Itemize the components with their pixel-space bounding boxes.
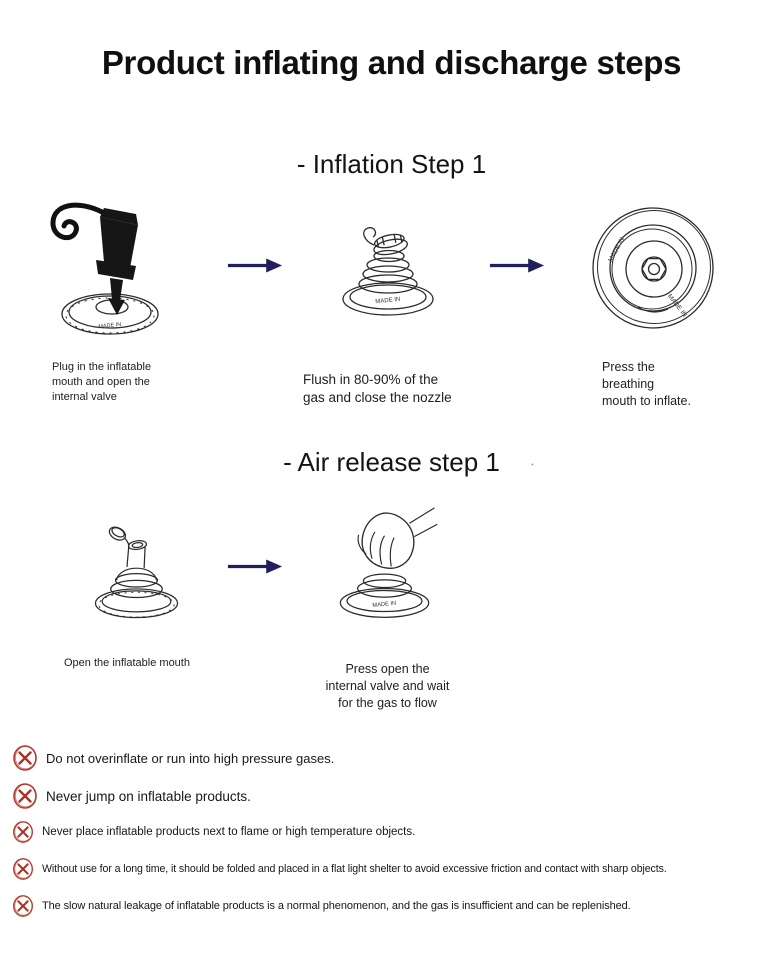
stamp-text: MADE IN xyxy=(375,297,401,306)
inflation-step1-caption: Plug in the inflatable mouth and open th… xyxy=(52,361,152,403)
step-arrow xyxy=(227,257,283,279)
step-arrow xyxy=(227,558,283,580)
crossed-circle-icon xyxy=(13,783,37,809)
warning-item: Never place inflatable products next to … xyxy=(12,820,777,844)
warning-item: Without use for a long time, it should b… xyxy=(12,857,777,881)
hand-press-valve-figure: MADE IN xyxy=(325,500,445,635)
stamp-text: MADE IN xyxy=(607,236,626,263)
warning-item: Do not overinflate or run into high pres… xyxy=(12,744,777,772)
crossed-circle-icon xyxy=(13,858,33,880)
right-arrow-icon xyxy=(489,258,545,273)
closed-valve-figure: MADE IN xyxy=(328,203,448,328)
page-title: Product inflating and discharge steps xyxy=(101,44,682,81)
crossed-circle-icon xyxy=(13,821,33,843)
right-arrow-icon xyxy=(227,258,283,273)
release-step1-caption: Open the inflatable mouth xyxy=(64,657,190,669)
valve-top-view-illustration: MADE IN MADE IN xyxy=(592,207,714,329)
warning-text: The slow natural leakage of inflatable p… xyxy=(42,900,631,912)
warning-text: Never place inflatable products next to … xyxy=(42,826,416,838)
valve-top-view-figure: MADE IN MADE IN xyxy=(588,203,718,338)
inflation-heading: - Inflation Step 1 xyxy=(296,149,487,179)
warning-item: Never jump on inflatable products. xyxy=(12,782,777,810)
stray-mark: ˏ xyxy=(530,451,535,466)
inflation-step3-caption: Press the breathing mouth to inflate. xyxy=(602,360,691,408)
crossed-circle-icon xyxy=(13,745,37,771)
warning-text: Do not overinflate or run into high pres… xyxy=(46,750,335,766)
inflation-step2-caption: Flush in 80-90% of the gas and close the… xyxy=(303,372,452,406)
stamp-text: MADE IN xyxy=(372,601,396,609)
open-valve-figure xyxy=(84,505,189,634)
release-heading: - Air release step 1 xyxy=(283,447,500,477)
pump-plug-illustration: MADE IN xyxy=(50,202,159,335)
stamp-text: MADE IN xyxy=(98,322,121,330)
warning-text: Never jump on inflatable products. xyxy=(46,788,251,804)
right-arrow-icon xyxy=(227,559,283,574)
closed-valve-illustration: MADE IN xyxy=(342,227,434,316)
crossed-circle-icon xyxy=(13,895,33,917)
warning-text: Without use for a long time, it should b… xyxy=(42,863,667,875)
step-arrow xyxy=(489,257,545,279)
open-valve-illustration xyxy=(94,526,179,619)
pump-plug-figure: MADE IN xyxy=(38,194,178,354)
warning-item: The slow natural leakage of inflatable p… xyxy=(12,894,777,918)
hand-press-valve-illustration: MADE IN xyxy=(339,507,438,618)
release-step2-caption: Press open the internal valve and wait f… xyxy=(325,662,450,710)
